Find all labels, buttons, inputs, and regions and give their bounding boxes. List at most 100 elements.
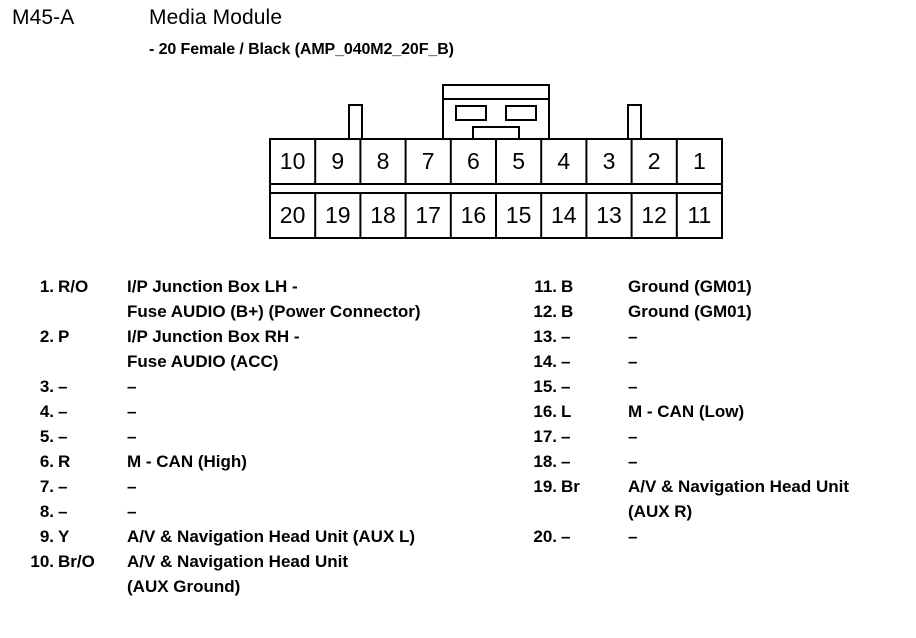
pin-cell-label: 18 xyxy=(370,202,396,228)
connector-drawing: 10 9 8 7 6 5 4 3 2 1 20 19 18 xyxy=(269,84,723,239)
pin-description: – xyxy=(127,502,137,521)
pin-color: – xyxy=(58,402,68,421)
pin-color: B xyxy=(561,277,574,296)
pin-description: A/V & Navigation Head Unit xyxy=(628,477,850,496)
pin-cell-label: 7 xyxy=(422,148,435,174)
pin-color: B xyxy=(561,302,574,321)
pin-cell-label: 3 xyxy=(603,148,616,174)
pin-color: R/O xyxy=(58,277,89,296)
connector-latch-icon xyxy=(442,84,550,142)
pin-description: – xyxy=(628,327,638,346)
pin-color: – xyxy=(58,427,68,446)
pin-description: Ground (GM01) xyxy=(628,277,752,296)
pin-description: I/P Junction Box RH - xyxy=(127,327,300,346)
pin-row: 5. – – xyxy=(20,424,520,449)
pin-row: 11. B Ground (GM01) xyxy=(523,274,916,299)
pin-list-right: 11. B Ground (GM01) 12. B Ground (GM01) … xyxy=(523,274,916,549)
connector-subtitle: - 20 Female / Black (AMP_040M2_20F_B) xyxy=(149,41,454,58)
pin-row: 1. R/O I/P Junction Box LH - xyxy=(20,274,520,299)
pin-color: Br/O xyxy=(58,552,95,571)
pin-description: – xyxy=(628,452,638,471)
pin-row: 16. L M - CAN (Low) xyxy=(523,399,916,424)
pin-row: 12. B Ground (GM01) xyxy=(523,299,916,324)
pin-cell-label: 9 xyxy=(331,148,344,174)
pin-cell-label: 1 xyxy=(693,148,706,174)
pin-cell-label: 11 xyxy=(687,202,711,228)
pin-cell-label: 17 xyxy=(415,202,441,228)
pin-row: 9. Y A/V & Navigation Head Unit (AUX L) xyxy=(20,524,520,549)
pin-color: – xyxy=(58,477,68,496)
pin-description: – xyxy=(628,377,638,396)
pin-row: 20. – – xyxy=(523,524,916,549)
pin-cell-label: 14 xyxy=(551,202,577,228)
pin-color: Y xyxy=(58,527,70,546)
connector-diagram: 10 9 8 7 6 5 4 3 2 1 20 19 18 xyxy=(268,84,724,240)
connector-code: M45-A xyxy=(12,6,75,29)
pin-description: – xyxy=(628,527,638,546)
pin-color: – xyxy=(58,377,68,396)
pin-color: – xyxy=(58,502,68,521)
pin-color: L xyxy=(561,402,572,421)
pin-row-continuation: Fuse AUDIO (ACC) xyxy=(20,349,520,374)
connector-pin-row-bottom: 20 19 18 17 16 15 14 13 12 11 xyxy=(269,192,723,239)
pin-cell-label: 16 xyxy=(461,202,487,228)
connector-pin-row-top: 10 9 8 7 6 5 4 3 2 1 xyxy=(269,138,723,185)
pin-cell-label: 8 xyxy=(377,148,390,174)
page-title: Media Module xyxy=(149,6,283,29)
pin-cell-label: 20 xyxy=(280,202,306,228)
pin-number: 11. xyxy=(534,277,557,296)
pin-description: – xyxy=(127,377,137,396)
pin-description: M - CAN (Low) xyxy=(628,402,745,421)
pin-cell-label: 15 xyxy=(506,202,532,228)
pin-color: R xyxy=(58,452,71,471)
pin-row: 4. – – xyxy=(20,399,520,424)
pin-row: 10. Br/O A/V & Navigation Head Unit xyxy=(20,549,520,574)
header: M45-A Media Module - 20 Female / Black (… xyxy=(0,0,916,70)
pin-description: – xyxy=(127,477,137,496)
pin-cell-label: 2 xyxy=(648,148,661,174)
pin-number: 18. xyxy=(533,452,557,471)
pin-cell-label: 19 xyxy=(325,202,351,228)
pin-description: A/V & Navigation Head Unit (AUX L) xyxy=(127,527,416,546)
pin-description: – xyxy=(127,427,137,446)
pin-description: A/V & Navigation Head Unit xyxy=(127,552,349,571)
pin-description-line2: Fuse AUDIO (B+) (Power Connector) xyxy=(127,302,421,321)
pin-number: 3. xyxy=(39,377,54,396)
pin-number: 5. xyxy=(39,427,54,446)
pin-row: 19. Br A/V & Navigation Head Unit xyxy=(523,474,916,499)
pin-number: 10. xyxy=(30,552,54,571)
pin-number: 13. xyxy=(533,327,557,346)
pin-row: 3. – – xyxy=(20,374,520,399)
pin-color: – xyxy=(561,452,571,471)
pin-number: 12. xyxy=(533,302,557,321)
pin-description: – xyxy=(628,352,638,371)
pin-row: 18. – – xyxy=(523,449,916,474)
pin-number: 20. xyxy=(533,527,557,546)
pin-number: 16. xyxy=(533,402,557,421)
pin-row: 14. – – xyxy=(523,349,916,374)
pin-number: 4. xyxy=(39,402,54,421)
pin-row-continuation: (AUX R) xyxy=(523,499,916,524)
pin-cell-label: 4 xyxy=(557,148,570,174)
pin-color: – xyxy=(561,377,571,396)
pin-cell-label: 13 xyxy=(596,202,622,228)
pin-color: P xyxy=(58,327,70,346)
pin-row: 8. – – xyxy=(20,499,520,524)
pin-number: 14. xyxy=(533,352,557,371)
pin-row: 15. – – xyxy=(523,374,916,399)
pin-description-line2: (AUX Ground) xyxy=(127,577,241,596)
pin-number: 9. xyxy=(39,527,54,546)
pin-color: Br xyxy=(561,477,580,496)
pin-number: 7. xyxy=(39,477,54,496)
pin-number: 15. xyxy=(533,377,557,396)
pin-number: 19. xyxy=(533,477,557,496)
pin-row: 2. P I/P Junction Box RH - xyxy=(20,324,520,349)
pin-row-continuation: (AUX Ground) xyxy=(20,574,520,599)
pin-description-line2: (AUX R) xyxy=(628,502,693,521)
pin-row: 7. – – xyxy=(20,474,520,499)
pin-description-line2: Fuse AUDIO (ACC) xyxy=(127,352,279,371)
pin-description: Ground (GM01) xyxy=(628,302,752,321)
pin-color: – xyxy=(561,527,571,546)
pin-color: – xyxy=(561,352,571,371)
pin-number: 1. xyxy=(39,277,54,296)
